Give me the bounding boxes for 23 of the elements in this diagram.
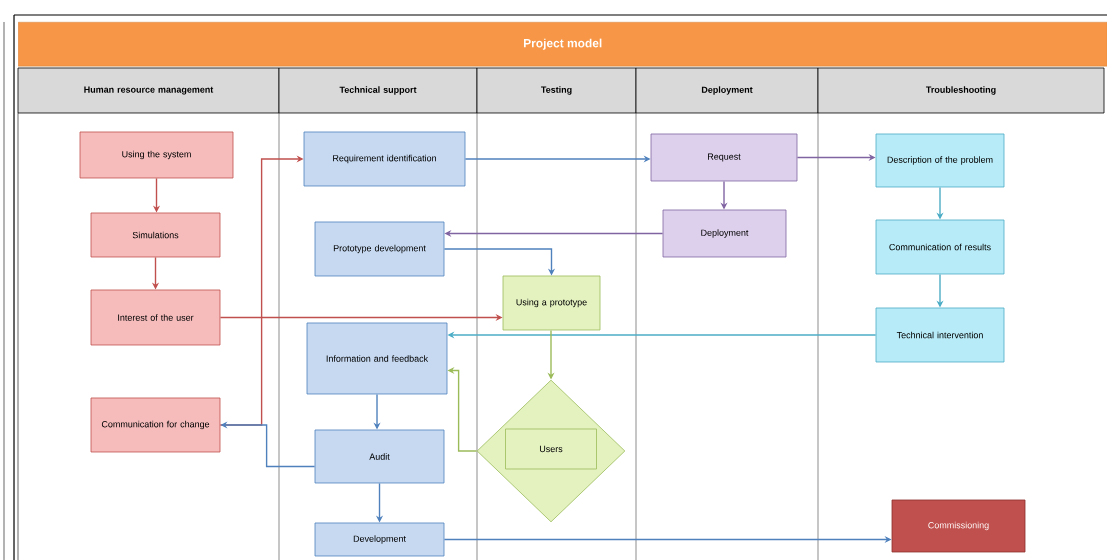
process-box: Simulations — [90, 212, 221, 258]
lane-header: Deployment — [635, 67, 819, 114]
process-box: Information and feedback — [306, 322, 448, 395]
process-box: Deployment — [662, 209, 787, 258]
process-box: Requirement identification — [303, 131, 466, 187]
process-box: Audit — [314, 429, 445, 484]
process-box: Development — [314, 522, 445, 557]
lane-header: Testing — [476, 67, 637, 114]
lane-header: Troubleshooting — [817, 67, 1105, 114]
process-box: Users — [505, 428, 597, 470]
process-box: Technical intervention — [875, 307, 1005, 363]
process-box: Commissioning — [891, 499, 1026, 553]
process-box: Request — [650, 133, 798, 182]
process-box: Description of the problem — [875, 133, 1005, 188]
process-box: Using the system — [79, 131, 234, 179]
process-box: Communication of results — [875, 219, 1005, 275]
process-box: Interest of the user — [90, 289, 221, 346]
title-banner: Project model — [18, 22, 1107, 67]
process-box: Using a prototype — [502, 275, 601, 331]
process-box: Prototype development — [314, 221, 445, 277]
lane-header: Human resource management — [17, 67, 280, 114]
process-box: Communication for change — [90, 397, 221, 453]
lane-header: Technical support — [278, 67, 478, 114]
